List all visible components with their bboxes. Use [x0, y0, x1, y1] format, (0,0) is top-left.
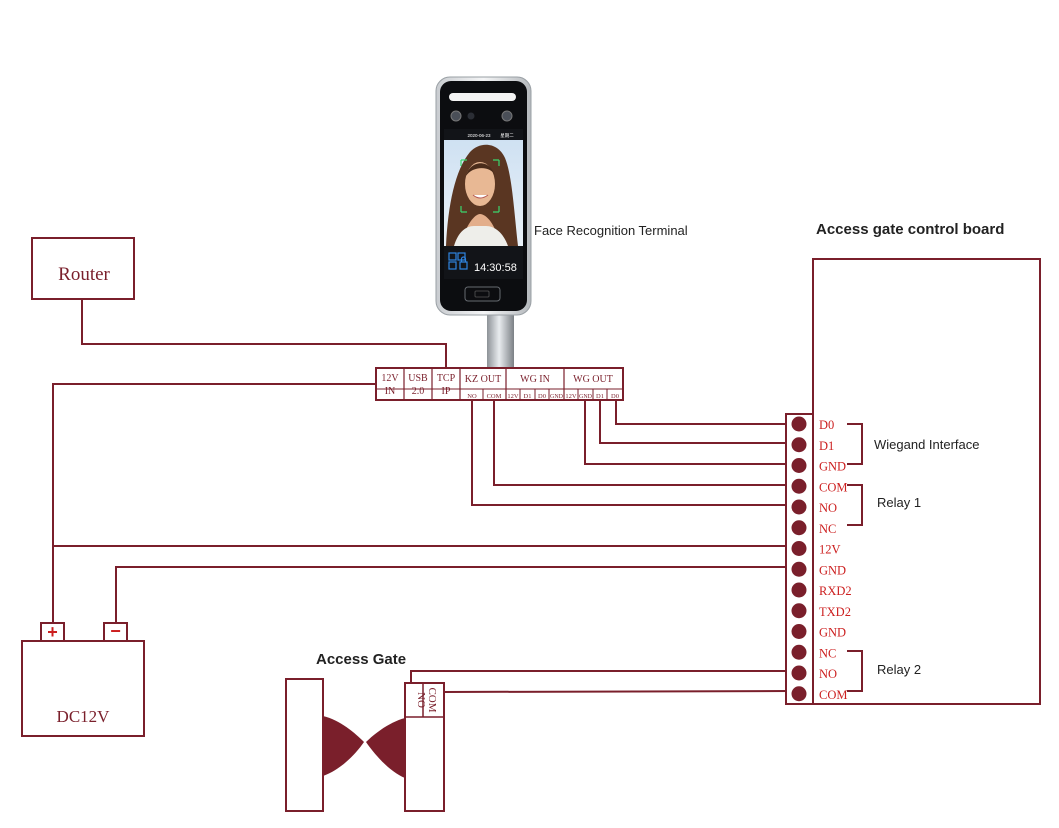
port-kz-out-title: KZ OUT — [465, 374, 501, 385]
board-terminal-screw-4 — [791, 499, 807, 515]
board-terminal-screw-7 — [791, 561, 807, 577]
camera-left-icon — [450, 110, 462, 122]
port-wg-out-pin-d1: D1 — [596, 393, 604, 400]
router-label: Router — [58, 264, 110, 285]
wire-gate-com — [443, 690, 791, 693]
terminal-clock: 14:30:58 — [474, 262, 517, 274]
router: Router — [31, 237, 135, 300]
access-gate: Access Gate NO COM — [285, 651, 445, 812]
port-12v-in-line1: 12V — [381, 373, 399, 384]
board-terminal-label-6: 12V — [819, 543, 841, 557]
terminal-pole — [487, 312, 514, 370]
board-terminal-screw-11 — [791, 644, 807, 660]
psu-label: DC12V — [57, 707, 111, 726]
board-terminal-label-4: NO — [819, 501, 837, 515]
terminal-day: 星期二 — [500, 133, 514, 139]
port-wg-in-title: WG IN — [520, 374, 550, 385]
port-tcp-line2: IP — [442, 386, 451, 397]
board-terminal-label-5: NC — [819, 522, 836, 536]
gate-title: Access Gate — [316, 651, 406, 668]
wire-kz-com — [493, 400, 790, 486]
port-kz-pin-com: COM — [487, 393, 502, 400]
port-kz-pin-no: NO — [467, 393, 477, 400]
port-wg-out-title: WG OUT — [573, 374, 613, 385]
board-terminal-screw-0 — [791, 416, 807, 432]
bracket-relay2 — [847, 650, 863, 692]
terminal-label: Face Recognition Terminal — [534, 223, 688, 238]
port-tcp-line1: TCP — [437, 373, 456, 384]
port-wg-out-pin-d0: D0 — [611, 393, 619, 400]
board-terminal-label-1: D1 — [819, 439, 834, 453]
board-terminal-label-7: GND — [819, 563, 846, 577]
wire-wg-d0 — [615, 400, 790, 425]
port-usb-line2: 2.0 — [412, 386, 425, 397]
lock-icon — [459, 256, 468, 270]
terminal-port-strip: 12V IN USB 2.0 TCP IP KZ OUT NO COM WG I… — [375, 367, 624, 401]
gate-pin-com: COM — [426, 687, 438, 712]
board-terminal-screw-12 — [791, 665, 807, 681]
psu-plus-terminal — [40, 622, 65, 642]
card-reader-icon — [464, 286, 501, 302]
board-terminal-label-2: GND — [819, 460, 846, 474]
face-photo — [444, 140, 523, 246]
port-wg-out-pin-gnd: GND — [579, 394, 593, 400]
board-terminal-screw-9 — [791, 603, 807, 619]
label-wiegand-interface: Wiegand Interface — [874, 437, 980, 452]
lock-status-icon — [448, 252, 457, 261]
board-terminal-screw-8 — [791, 582, 807, 598]
board-terminal-screw-6 — [791, 541, 807, 556]
port-wg-in-pin-d0: D0 — [538, 393, 546, 400]
psu-minus-label: − — [110, 621, 121, 641]
board-terminal-label-10: GND — [819, 626, 846, 640]
dc12v-power-supply: + − DC12V — [21, 621, 145, 737]
wire-wg-gnd — [584, 400, 790, 465]
wires — [52, 299, 791, 693]
board-terminal-screw-10 — [791, 624, 807, 639]
port-wg-in-pin-12v: 12V — [507, 393, 519, 400]
board-terminal-screw-3 — [791, 478, 807, 494]
face-recognition-terminal: 2020-06-23 星期二 14:30:58 Face Recognition… — [435, 76, 688, 370]
wire-12v-in-psu-plus — [52, 383, 378, 623]
bracket-relay1 — [847, 484, 863, 526]
wire-kz-no — [471, 400, 790, 506]
camera-center-icon — [467, 112, 475, 120]
port-12v-in-line2: IN — [385, 386, 396, 397]
terminal-date: 2020-06-23 — [467, 133, 491, 138]
wire-wg-d1 — [599, 400, 790, 444]
psu-plus-label: + — [47, 622, 58, 642]
gate-wing-right — [366, 718, 405, 778]
board-terminal-label-11: NC — [819, 646, 836, 660]
port-wg-in-pin-gnd: GND — [550, 394, 564, 400]
gate-left-post — [285, 678, 324, 812]
board-terminal-screw-1 — [791, 437, 807, 453]
wire-router-tcp — [81, 299, 447, 368]
board-terminal-label-0: D0 — [819, 418, 834, 432]
ir-light-bar — [449, 93, 516, 101]
label-relay-1: Relay 1 — [877, 495, 921, 510]
gate-pin-no: NO — [415, 692, 427, 708]
board-terminal-label-9: TXD2 — [819, 605, 851, 619]
board-terminal-label-13: COM — [819, 688, 847, 702]
board-terminal-screw-13 — [791, 686, 807, 702]
board-terminal-screw-5 — [791, 520, 807, 536]
psu-minus-terminal — [103, 622, 128, 642]
board-terminal-screw-2 — [791, 458, 807, 473]
gate-wing-left — [323, 716, 364, 776]
board-title: Access gate control board — [816, 221, 1004, 238]
port-wg-in-pin-d1: D1 — [524, 393, 532, 400]
label-relay-2: Relay 2 — [877, 662, 921, 677]
board-terminal-label-3: COM — [819, 480, 847, 494]
bracket-wiegand — [847, 423, 863, 465]
port-usb-line1: USB — [408, 373, 428, 384]
board-terminal-label-12: NO — [819, 667, 837, 681]
wire-gate-no — [410, 670, 790, 683]
camera-right-icon — [501, 110, 513, 122]
board-terminal-label-8: RXD2 — [819, 584, 852, 598]
wire-psu-minus-gnd — [115, 566, 790, 623]
port-wg-out-pin-12v: 12V — [565, 393, 577, 400]
